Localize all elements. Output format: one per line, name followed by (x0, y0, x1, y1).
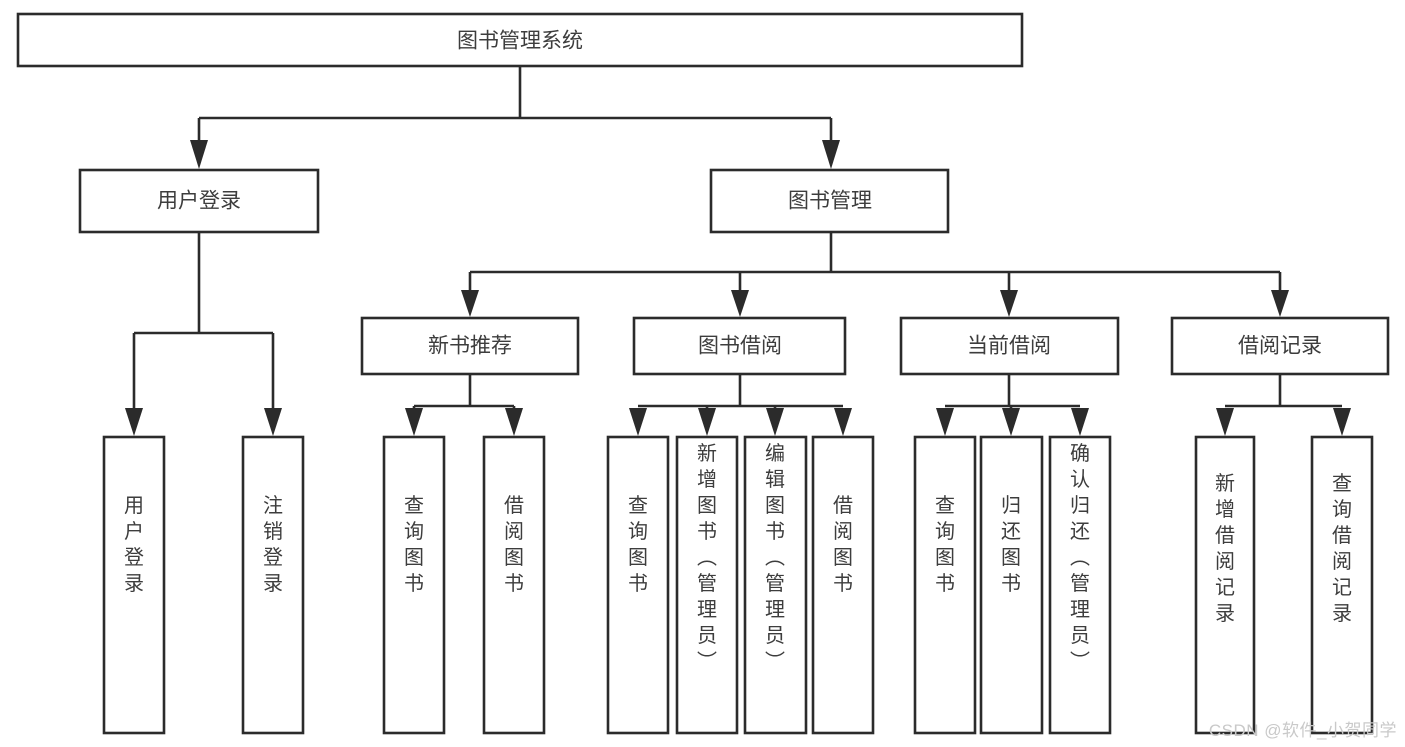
node-leaf-add-book-admin-box[interactable] (675, 435, 739, 735)
node-leaf-query-book-recommend-label: 查询图书 (404, 494, 424, 595)
arrowhead-leaf-query-book-borrow (629, 408, 647, 436)
node-book-management-box[interactable] (709, 168, 950, 234)
arrowhead-leaf-edit-book-admin (766, 408, 784, 436)
node-leaf-borrow-book-label: 借阅图书 (833, 494, 853, 595)
arrowhead-leaf-borrow-book-recommend (505, 408, 523, 436)
node-leaf-edit-book-admin-box[interactable] (743, 435, 808, 735)
node-current-borrow-box[interactable] (899, 316, 1120, 376)
node-leaf-query-book-current[interactable]: 查询图书 (913, 435, 977, 735)
arrowhead-book-management (822, 140, 840, 169)
node-current-borrow-label: 当前借阅 (967, 335, 1051, 358)
node-leaf-add-borrow-record-box[interactable] (1194, 435, 1256, 735)
node-leaf-return-book-box[interactable] (979, 435, 1044, 735)
arrowhead-new-book-recommend (461, 290, 479, 317)
node-leaf-confirm-return-admin-box[interactable] (1048, 435, 1112, 735)
node-leaf-add-borrow-record[interactable]: 新增借阅记录 (1194, 435, 1256, 735)
arrowhead-leaf-query-book-current (936, 408, 954, 436)
node-leaf-query-book-borrow-box[interactable] (606, 435, 670, 735)
node-leaf-add-book-admin[interactable]: 新增图书︵管理员︶ (675, 435, 739, 735)
node-leaf-borrow-book[interactable]: 借阅图书 (811, 435, 875, 735)
node-leaf-user-login-label: 用户登录 (124, 495, 144, 595)
arrowhead-borrow-records (1271, 290, 1289, 317)
node-leaf-logout-login-box[interactable] (241, 435, 305, 735)
node-book-borrow[interactable]: 图书借阅 (632, 316, 847, 376)
node-leaf-borrow-book-box[interactable] (811, 435, 875, 735)
arrowhead-leaf-logout-login (264, 408, 282, 436)
node-leaf-return-book[interactable]: 归还图书 (979, 435, 1044, 735)
node-book-borrow-box[interactable] (632, 316, 847, 376)
node-user-login[interactable]: 用户登录 (78, 168, 320, 234)
arrowhead-leaf-add-borrow-record (1216, 408, 1234, 436)
node-leaf-logout-login[interactable]: 注销登录 (241, 435, 305, 735)
node-leaf-confirm-return-admin[interactable]: 确认归还︵管理员︶ (1048, 435, 1112, 735)
node-root-box[interactable] (16, 12, 1024, 68)
node-new-book-recommend[interactable]: 新书推荐 (360, 316, 580, 376)
node-leaf-query-book-current-box[interactable] (913, 435, 977, 735)
node-leaf-query-borrow-record-box[interactable] (1310, 435, 1374, 735)
node-leaf-borrow-book-recommend-label: 借阅图书 (504, 494, 524, 595)
node-leaf-return-book-label: 归还图书 (1001, 494, 1021, 595)
node-leaf-edit-book-admin-label: 编辑图书︵管理员︶ (765, 442, 785, 673)
arrowhead-leaf-add-book-admin (698, 408, 716, 436)
node-leaf-query-book-current-label: 查询图书 (935, 494, 955, 595)
node-root[interactable]: 图书管理系统 (16, 12, 1024, 68)
node-leaf-logout-login-label: 注销登录 (263, 494, 283, 595)
node-leaf-user-login-box[interactable] (102, 435, 166, 735)
node-leaf-borrow-book-recommend-box[interactable] (482, 435, 546, 735)
arrowhead-leaf-return-book (1002, 408, 1020, 436)
node-current-borrow[interactable]: 当前借阅 (899, 316, 1120, 376)
node-leaf-query-borrow-record-label: 查询借阅记录 (1332, 472, 1352, 625)
node-user-login-label: 用户登录 (157, 190, 241, 213)
node-leaf-query-book-borrow-label: 查询图书 (628, 494, 648, 595)
node-book-borrow-label: 图书借阅 (698, 335, 782, 358)
node-leaf-query-book-recommend[interactable]: 查询图书 (382, 435, 446, 735)
node-leaf-edit-book-admin[interactable]: 编辑图书︵管理员︶ (743, 435, 808, 735)
node-leaf-add-book-admin-label: 新增图书︵管理员︶ (697, 442, 717, 673)
arrowhead-book-borrow (731, 290, 749, 317)
arrowhead-leaf-confirm-return-admin (1071, 408, 1089, 436)
arrowhead-leaf-borrow-book (834, 408, 852, 436)
arrowhead-current-borrow (1000, 290, 1018, 317)
node-leaf-add-borrow-record-label: 新增借阅记录 (1215, 472, 1235, 625)
node-leaf-borrow-book-recommend[interactable]: 借阅图书 (482, 435, 546, 735)
node-new-book-recommend-box[interactable] (360, 316, 580, 376)
node-new-book-recommend-label: 新书推荐 (428, 335, 512, 358)
node-borrow-records-label: 借阅记录 (1238, 335, 1322, 358)
connector-layer (125, 66, 1351, 436)
node-borrow-records-box[interactable] (1170, 316, 1390, 376)
arrowhead-leaf-query-borrow-record (1333, 408, 1351, 436)
node-leaf-query-borrow-record[interactable]: 查询借阅记录 (1310, 435, 1374, 735)
node-borrow-records[interactable]: 借阅记录 (1170, 316, 1390, 376)
arrowhead-leaf-query-book-recommend (405, 408, 423, 436)
node-leaf-user-login[interactable]: 用户登录 (102, 435, 166, 735)
node-leaf-query-book-recommend-box[interactable] (382, 435, 446, 735)
arrowhead-user-login (190, 140, 208, 169)
arrowhead-leaf-user-login (125, 408, 143, 436)
node-leaf-confirm-return-admin-label: 确认归还︵管理员︶ (1070, 442, 1090, 673)
node-book-management-label: 图书管理 (788, 190, 872, 213)
node-book-management[interactable]: 图书管理 (709, 168, 950, 234)
node-leaf-query-book-borrow[interactable]: 查询图书 (606, 435, 670, 735)
node-user-login-box[interactable] (78, 168, 320, 234)
node-root-label: 图书管理系统 (457, 30, 583, 53)
